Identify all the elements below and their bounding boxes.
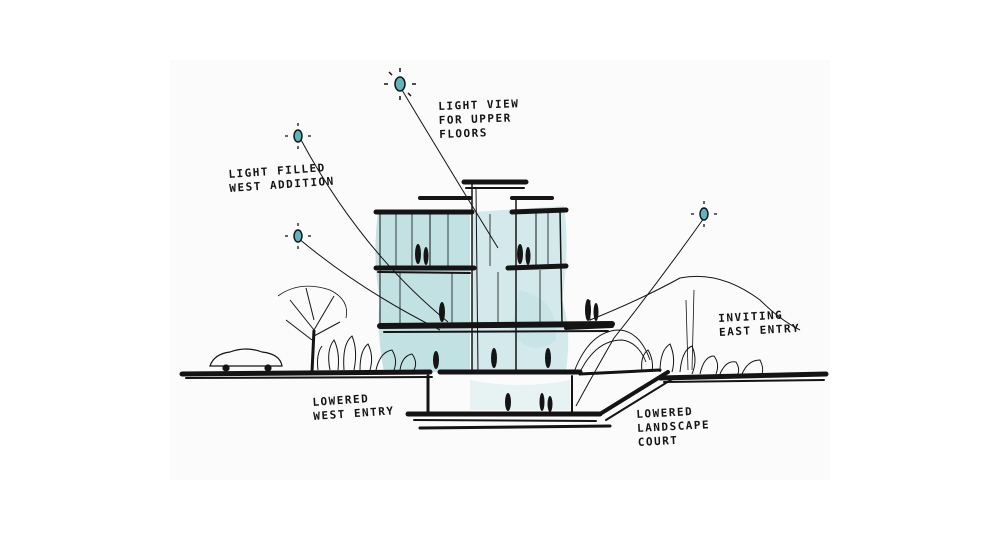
- shrub-icon: [317, 335, 417, 371]
- tree-icon: [277, 285, 348, 373]
- paper-area: [170, 60, 830, 480]
- label-lowered-landscape: Lowered landscape court: [636, 404, 711, 450]
- label-inviting-east: Inviting east entry: [718, 308, 801, 340]
- sun-rays: [297, 89, 705, 407]
- building-structure: [373, 179, 615, 375]
- label-line: floors: [438, 126, 489, 141]
- label-light-view: Light view for upper floors: [438, 97, 521, 142]
- sun-icon: [384, 68, 416, 100]
- sun-icon: [691, 201, 717, 227]
- east-canopy: [573, 329, 651, 373]
- label-lowered-west: Lowered west entry: [312, 390, 395, 424]
- lower-level: [405, 370, 675, 430]
- person-icon: [415, 244, 599, 412]
- label-line: for upper: [438, 111, 513, 127]
- sun-icon: [285, 223, 311, 249]
- shrub-icon: [641, 289, 764, 375]
- car-icon: [209, 348, 283, 372]
- sun-icon: [285, 123, 311, 149]
- hill-line: [589, 275, 801, 331]
- ground-line: [179, 368, 829, 383]
